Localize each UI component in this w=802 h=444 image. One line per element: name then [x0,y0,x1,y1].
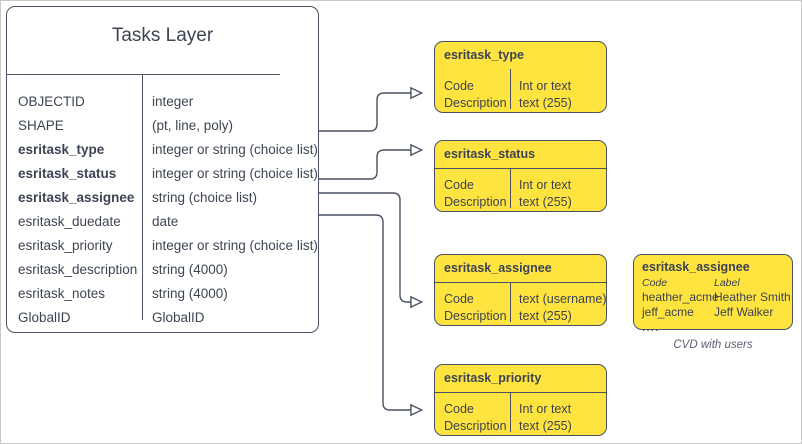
domain-description-label: Description [444,195,507,209]
domain-box-column-divider [510,392,512,432]
cvd-sample-box: esritask_assignee Code Label heather_acm… [633,254,793,334]
tasks-layer-entity: Tasks Layer OBJECTID integer SHAPE (pt, … [6,6,319,333]
cvd-code: jeff_acme [642,305,694,319]
field-name: esritask_assignee [18,189,135,205]
table-row: esritask_type integer or string (choice … [7,137,318,161]
domain-code-type: Int or text [519,79,572,93]
table-row: OBJECTID integer [7,89,318,113]
tasks-layer-title-divider [7,74,280,76]
domain-code-label: Code [444,79,474,93]
cvd-label: Jeff Walker [714,305,774,319]
domain-box-esritask-priority: esritask_priority Code Description Int o… [434,364,607,436]
field-type: integer [152,93,194,109]
domain-code-label: Code [444,402,474,416]
field-name: esritask_status [18,165,117,181]
cvd-header-label: Label [714,277,740,289]
cvd-more-indicator: .... [642,320,660,334]
domain-box-title-divider [435,392,607,394]
field-name: SHAPE [18,117,64,133]
domain-box-title: esritask_type [444,48,524,62]
domain-box-code-column: Code Description [444,291,507,325]
domain-box-esritask-assignee: esritask_assignee Code Description text … [434,254,607,326]
domain-box-title: esritask_status [444,147,536,161]
table-row: esritask_description string (4000) [7,257,318,281]
field-type: GlobalID [152,309,205,325]
field-name: esritask_description [18,261,138,277]
domain-box-type-column: text (username) text (255) [519,291,607,325]
field-type: string (4000) [152,261,228,277]
domain-box-column-divider [510,168,512,208]
domain-box-title: esritask_assignee [444,261,552,275]
domain-box-title-divider [435,168,607,170]
domain-code-type: Int or text [519,402,572,416]
field-name: esritask_duedate [18,213,121,229]
field-type: integer or string (choice list) [152,237,318,253]
list-item: jeff_acme Jeff Walker [642,305,787,320]
field-type: integer or string (choice list) [152,141,318,157]
cvd-code: heather_acme [642,290,719,304]
field-name: GlobalID [18,309,71,325]
domain-box-code-column: Code Description [444,78,507,112]
table-row: esritask_duedate date [7,209,318,233]
connector-esritask-assignee [319,192,422,302]
tasks-layer-field-list: OBJECTID integer SHAPE (pt, line, poly) … [7,89,318,329]
table-row: GlobalID GlobalID [7,305,318,329]
domain-code-label: Code [444,292,474,306]
domain-box-esritask-status: esritask_status Code Description Int or … [434,140,607,212]
cvd-caption: CVD with users [673,339,753,351]
field-type: (pt, line, poly) [152,117,234,133]
table-row: SHAPE (pt, line, poly) [7,113,318,137]
table-row: esritask_notes string (4000) [7,281,318,305]
domain-box-title: esritask_priority [444,371,542,385]
table-row: esritask_assignee string (choice list) [7,185,318,209]
domain-description-type: text (255) [519,419,572,433]
field-type: integer or string (choice list) [152,165,318,181]
connector-esritask-status [319,150,422,180]
field-name: OBJECTID [18,93,85,109]
domain-description-type: text (255) [519,96,572,110]
connector-esritask-type [319,93,422,132]
cvd-header-code: Code [642,277,668,289]
domain-box-code-column: Code Description [444,177,507,211]
tasks-layer-column-divider [142,74,144,320]
tasks-layer-title: Tasks Layer [111,25,214,46]
domain-code-type: text (username) [519,292,607,306]
field-name: esritask_notes [18,285,106,301]
domain-description-label: Description [444,96,507,110]
domain-box-type-column: Int or text text (255) [519,401,572,435]
cvd-title: esritask_assignee [642,260,750,274]
domain-box-column-divider [510,69,512,109]
field-type: date [152,213,179,229]
cvd-value-list: Code Label heather_acme Heather Smith je… [642,276,791,335]
field-type: string (4000) [152,285,228,301]
domain-box-column-divider [510,282,512,322]
domain-description-label: Description [444,419,507,433]
field-name: esritask_type [18,141,105,157]
field-name: esritask_priority [18,237,113,253]
domain-box-title-divider [435,282,607,284]
domain-box-code-column: Code Description [444,401,507,435]
domain-box-type-column: Int or text text (255) [519,177,572,211]
table-row: esritask_status integer or string (choic… [7,161,318,185]
field-type: string (choice list) [152,189,258,205]
cvd-header-row: Code Label [642,276,787,290]
domain-description-label: Description [444,309,507,323]
domain-description-type: text (255) [519,309,572,323]
cvd-label: Heather Smith [714,290,791,304]
domain-box-esritask-type: esritask_type Code Description Int or te… [434,41,607,113]
list-item: heather_acme Heather Smith [642,290,791,305]
domain-code-type: Int or text [519,178,572,192]
table-row: esritask_priority integer or string (cho… [7,233,318,257]
domain-code-label: Code [444,178,474,192]
domain-description-type: text (255) [519,195,572,209]
domain-box-type-column: Int or text text (255) [519,78,572,112]
connector-esritask-priority [319,214,422,410]
